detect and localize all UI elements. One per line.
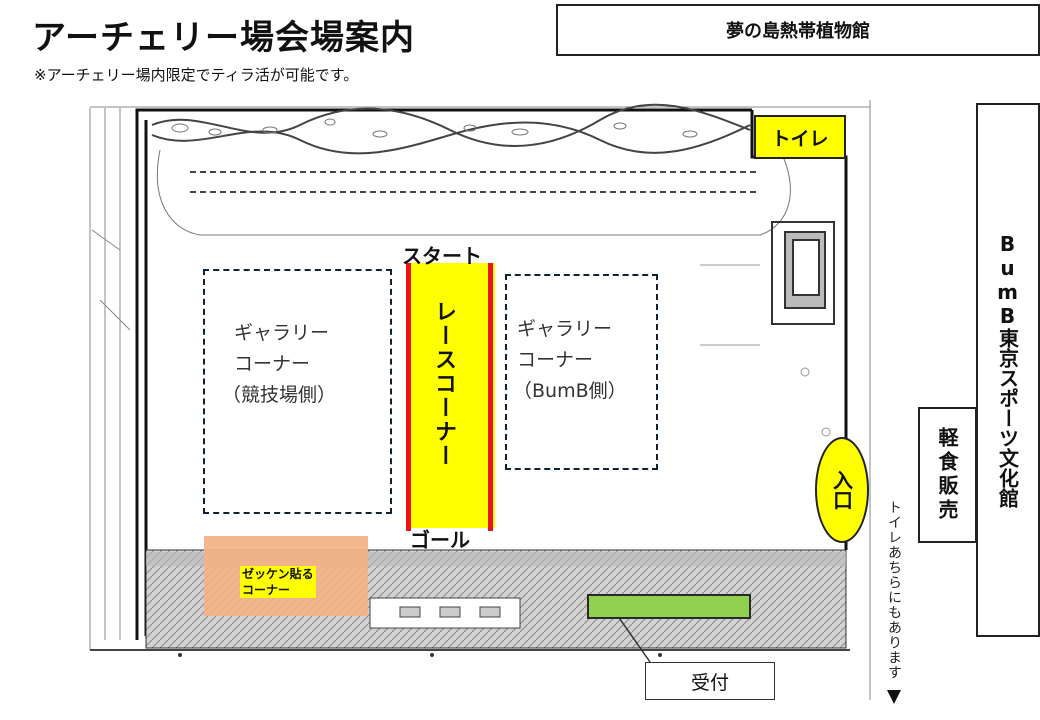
arrow-down-icon [887, 690, 901, 704]
gallery-left-line2: コーナー [234, 353, 311, 375]
start-label: スタート [402, 244, 482, 268]
other-toilet-note: トイレあちらにもあります [886, 500, 902, 680]
toilet-marker: トイレ [754, 115, 846, 159]
entrance-marker: 入口 [815, 437, 869, 543]
light-food-label: 軽食販売 [918, 407, 977, 543]
gallery-right-line1: ギャラリー [517, 318, 613, 340]
gallery-left-line3: （競技場側） [222, 384, 337, 406]
reception-desk [587, 594, 751, 619]
start-goal-line-right [488, 263, 493, 531]
bib-label-line1: ゼッケン貼る [242, 567, 314, 581]
gallery-area-bumb-side [505, 274, 658, 470]
gallery-right-line2: コーナー [517, 349, 594, 371]
page-subtitle: ※アーチェリー場内限定でティラ活が可能です。 [34, 66, 359, 84]
botanical-garden-label: 夢の島熱帯植物館 [556, 4, 1040, 56]
gallery-right-text: ギャラリー コーナー （BumB側） [513, 314, 627, 407]
reception-label: 受付 [645, 662, 775, 700]
gallery-right-line3: （BumB側） [513, 380, 627, 402]
bumb-building-label: BumB東京スポーツ文化館 [976, 103, 1040, 637]
gallery-left-line1: ギャラリー [234, 322, 330, 344]
race-corner-area [409, 263, 495, 528]
gallery-left-text: ギャラリー コーナー （競技場側） [222, 318, 336, 411]
start-goal-line-left [406, 263, 411, 531]
page-title: アーチェリー場会場案内 [32, 18, 415, 58]
race-corner-label: レースコーナー [431, 300, 456, 468]
gallery-area-stadium-side [203, 269, 392, 514]
bib-attach-label: ゼッケン貼る コーナー [240, 566, 316, 598]
goal-label: ゴール [410, 528, 470, 552]
bib-label-line2: コーナー [242, 583, 291, 597]
